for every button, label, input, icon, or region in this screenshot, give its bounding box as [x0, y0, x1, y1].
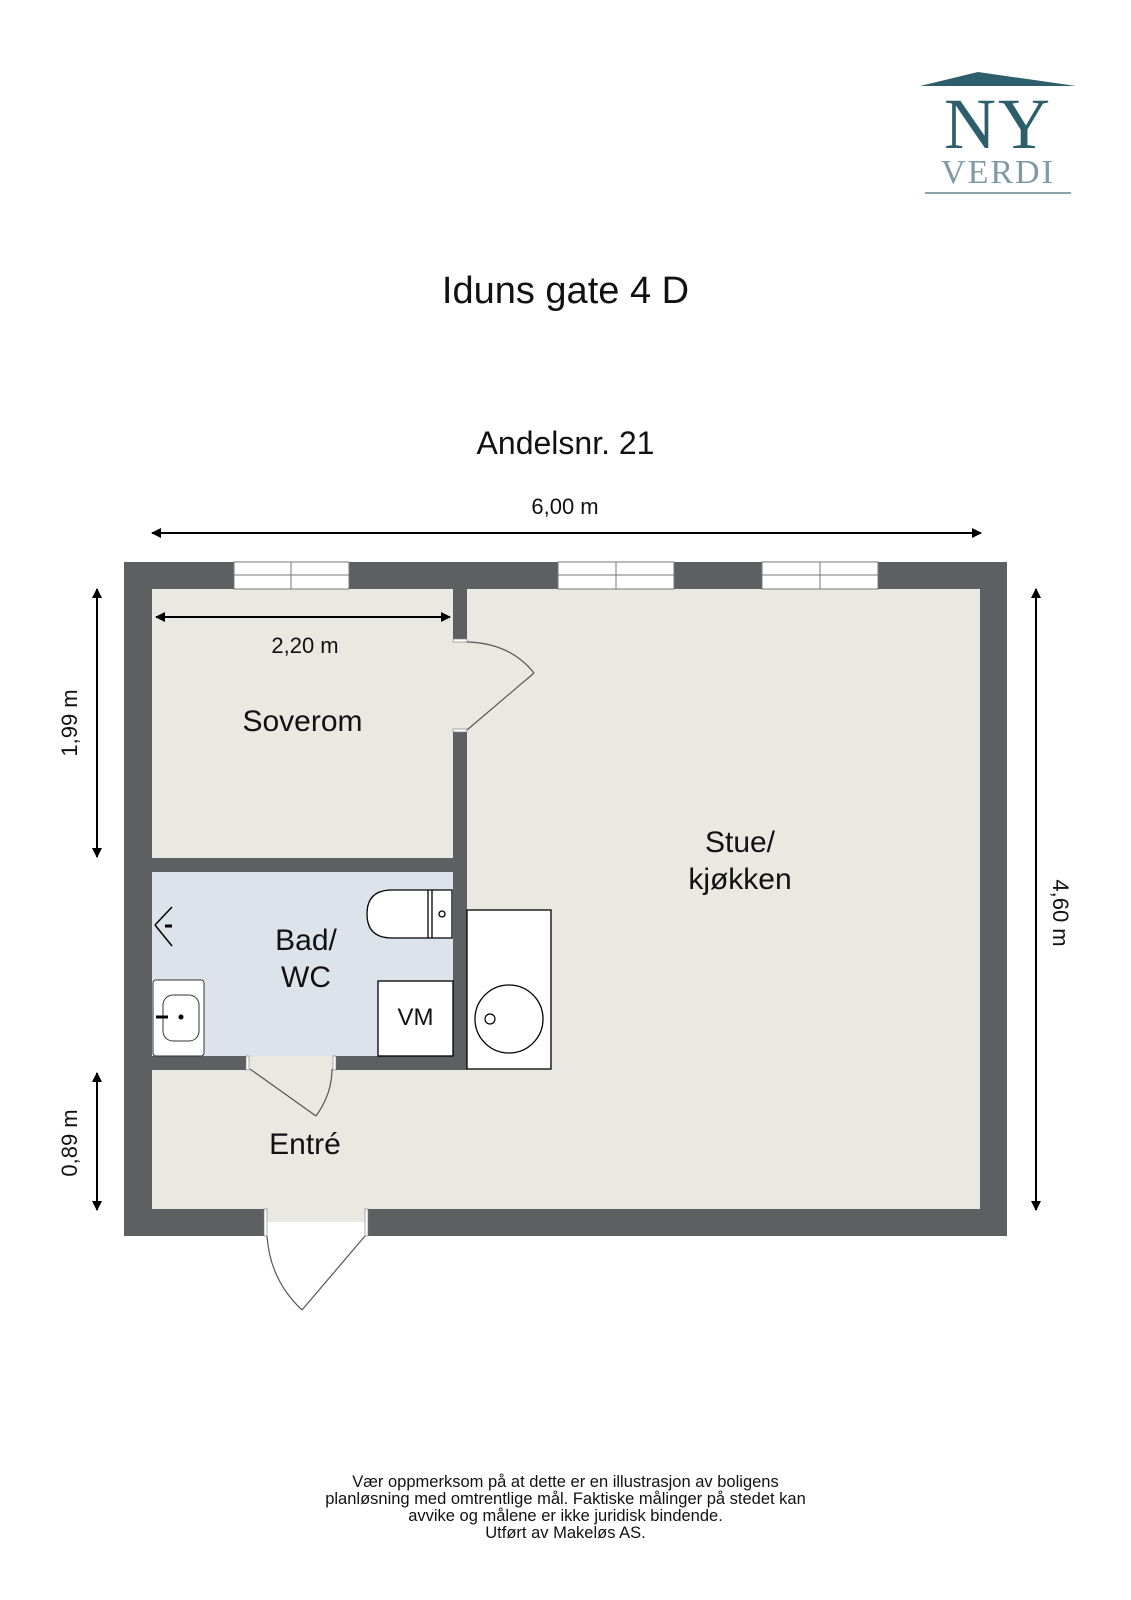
toilet-icon: [366, 889, 453, 939]
window-living-1: [557, 561, 675, 590]
bathroom-door: [245, 1055, 337, 1117]
room-label-living-kitchen: Stue/ kjøkken: [640, 824, 840, 898]
window-living-2: [761, 561, 879, 590]
bedroom-floor: [152, 589, 453, 858]
room-label-kitchen: kjøkken: [688, 863, 792, 896]
bedroom-door: [452, 638, 535, 733]
page-subtitle: Andelsnr. 21: [476, 425, 655, 461]
room-label-bedroom: Soverom: [242, 705, 363, 738]
dim-depth-label: 4,60 m: [1048, 879, 1073, 947]
dim-bedroom-width-label: 2,20 m: [271, 633, 339, 658]
washing-machine-label: VM: [397, 1004, 434, 1031]
entry-floor: [152, 1070, 467, 1209]
living-floor: [467, 589, 980, 1209]
sink-icon: [474, 984, 544, 1054]
company-logo: NY VERDI: [918, 68, 1078, 198]
room-label-bath: Bad/: [275, 924, 337, 957]
shower-icon: [154, 906, 173, 947]
dim-entry-depth-label: 0,89 m: [57, 1109, 82, 1177]
room-label-wc: WC: [281, 961, 331, 994]
washbasin-icon: [152, 979, 205, 1057]
disclaimer: Vær oppmerksom på at dette er en illustr…: [0, 1474, 1131, 1542]
disclaimer-line-1: Vær oppmerksom på at dette er en illustr…: [352, 1473, 779, 1491]
room-label-entry: Entré: [269, 1128, 341, 1161]
room-label-bathroom: Bad/ WC: [246, 922, 366, 996]
logo-text-ny: NY: [944, 84, 1052, 164]
washing-machine: [377, 980, 454, 1057]
window-bedroom: [233, 561, 350, 590]
disclaimer-line-3: avvike og målene er ikke juridisk binden…: [408, 1507, 723, 1525]
logo-underline: [925, 192, 1071, 194]
roof-icon: [920, 72, 1076, 86]
kitchen-counter: [466, 909, 552, 1070]
logo-text-verdi: VERDI: [941, 154, 1055, 191]
entry-door: [263, 1208, 369, 1311]
dim-width-label: 6,00 m: [531, 494, 599, 519]
disclaimer-line-2: planløsning med omtrentlige mål. Faktisk…: [325, 1490, 806, 1508]
dim-bedroom-depth-label: 1,99 m: [57, 689, 82, 757]
disclaimer-line-4: Utført av Makeløs AS.: [485, 1524, 646, 1542]
page-title: Iduns gate 4 D: [441, 270, 690, 312]
room-label-living: Stue/: [704, 826, 776, 859]
